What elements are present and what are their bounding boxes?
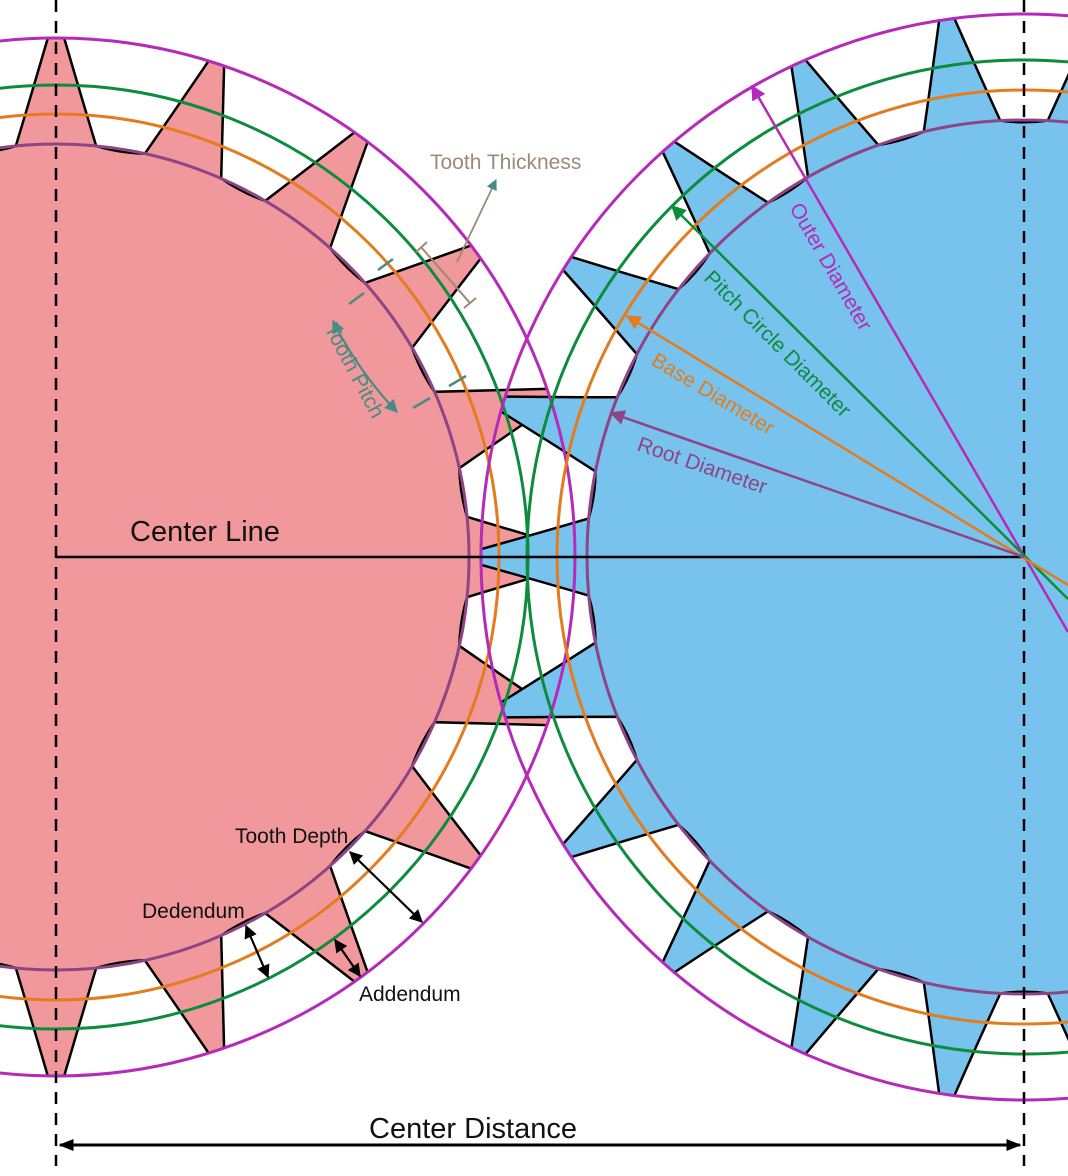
dedendum-label: Dedendum — [142, 900, 245, 923]
dedendum-arrow — [244, 924, 270, 979]
tooth-thickness-marker — [415, 179, 497, 309]
outer-diameter-line — [750, 84, 1068, 633]
base-diameter-line — [625, 314, 1068, 587]
tooth-depth-label: Tooth Depth — [235, 825, 348, 848]
addendum-arrow — [334, 938, 361, 978]
tooth-depth-arrow — [349, 851, 423, 923]
tooth-pitch-marker — [332, 257, 467, 413]
root-diameter-line — [609, 410, 1025, 559]
addendum-label: Addendum — [359, 983, 461, 1006]
center-line-label: Center Line — [130, 516, 280, 548]
pitch-circle-diameter-line — [670, 204, 1068, 600]
tooth-thickness-label: Tooth Thickness — [430, 151, 581, 174]
center-distance-label: Center Distance — [369, 1113, 577, 1145]
